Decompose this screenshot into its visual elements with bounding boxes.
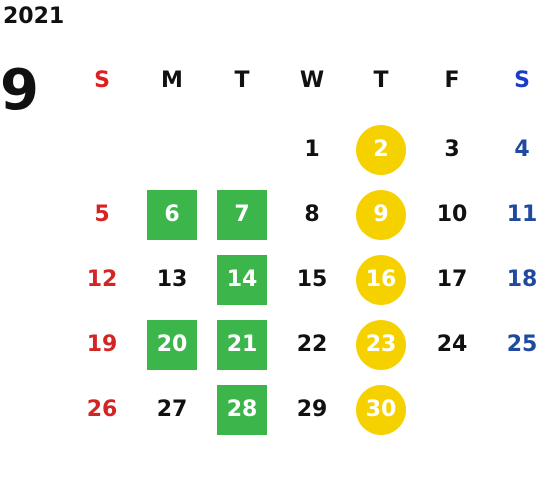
day-7[interactable]: 7: [217, 190, 267, 240]
day-23[interactable]: 23: [356, 320, 406, 370]
day-29[interactable]: 29: [296, 397, 328, 422]
day-12[interactable]: 12: [86, 267, 118, 292]
day-27[interactable]: 27: [156, 397, 188, 422]
day-2[interactable]: 2: [356, 125, 406, 175]
weekday-thursday: T: [373, 68, 389, 93]
day-30[interactable]: 30: [356, 385, 406, 435]
day-8[interactable]: 8: [304, 202, 320, 227]
weekday-saturday: S: [514, 68, 530, 93]
day-6[interactable]: 6: [147, 190, 197, 240]
day-9[interactable]: 9: [356, 190, 406, 240]
weekday-wednesday: W: [299, 68, 325, 93]
day-13[interactable]: 13: [156, 267, 188, 292]
day-19[interactable]: 19: [86, 332, 118, 357]
month-number: 9: [0, 58, 39, 123]
weekday-friday: F: [444, 68, 460, 93]
day-26[interactable]: 26: [86, 397, 118, 422]
day-10[interactable]: 10: [436, 202, 468, 227]
year-label: 2021: [3, 4, 65, 29]
day-25[interactable]: 25: [506, 332, 538, 357]
weekday-monday: M: [161, 68, 183, 93]
day-15[interactable]: 15: [296, 267, 328, 292]
day-28[interactable]: 28: [217, 385, 267, 435]
day-18[interactable]: 18: [506, 267, 538, 292]
day-22[interactable]: 22: [296, 332, 328, 357]
day-24[interactable]: 24: [436, 332, 468, 357]
day-17[interactable]: 17: [436, 267, 468, 292]
day-1[interactable]: 1: [304, 137, 320, 162]
weekday-sunday: S: [94, 68, 110, 93]
day-4[interactable]: 4: [514, 137, 530, 162]
weekday-tuesday: T: [234, 68, 250, 93]
day-14[interactable]: 14: [217, 255, 267, 305]
day-3[interactable]: 3: [444, 137, 460, 162]
day-20[interactable]: 20: [147, 320, 197, 370]
day-5[interactable]: 5: [94, 202, 110, 227]
day-21[interactable]: 21: [217, 320, 267, 370]
day-11[interactable]: 11: [506, 202, 538, 227]
day-16[interactable]: 16: [356, 255, 406, 305]
